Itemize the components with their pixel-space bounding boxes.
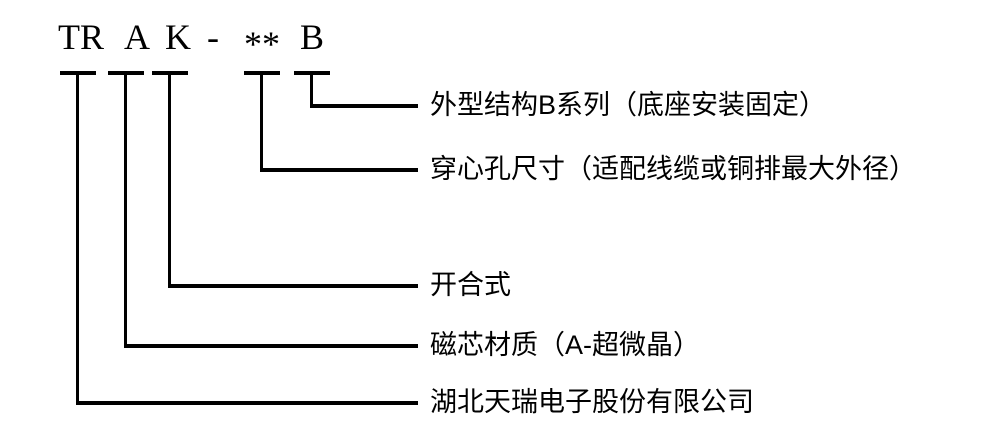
callout-label-structure: 外型结构B系列（底座安装固定） [430,90,827,121]
connector-hline-stars [260,168,418,172]
connector-hline-tr [76,401,418,405]
callout-label-open-close-type: 开合式 [430,270,511,301]
code-part-k: K [165,17,191,57]
connector-vline-a [124,71,127,348]
code-part-separator: - [207,17,219,57]
connector-vline-b [310,71,313,108]
code-part-tr: TR [57,17,105,57]
code-part-b: B [299,17,325,57]
connector-hline-b [310,104,418,108]
connector-vline-tr [76,71,79,405]
connector-hline-a [124,344,418,348]
callout-label-core-material: 磁芯材质（A-超微晶） [430,330,700,361]
connector-vline-stars [260,71,263,172]
code-part-a: A [124,17,150,57]
connector-hline-k [168,284,418,288]
code-part-stars: ** [244,24,280,64]
connector-vline-k [168,71,171,288]
callout-label-company: 湖北天瑞电子股份有限公司 [430,387,754,418]
callout-label-hole-size: 穿心孔尺寸（适配线缆或铜排最大外径） [430,154,916,185]
